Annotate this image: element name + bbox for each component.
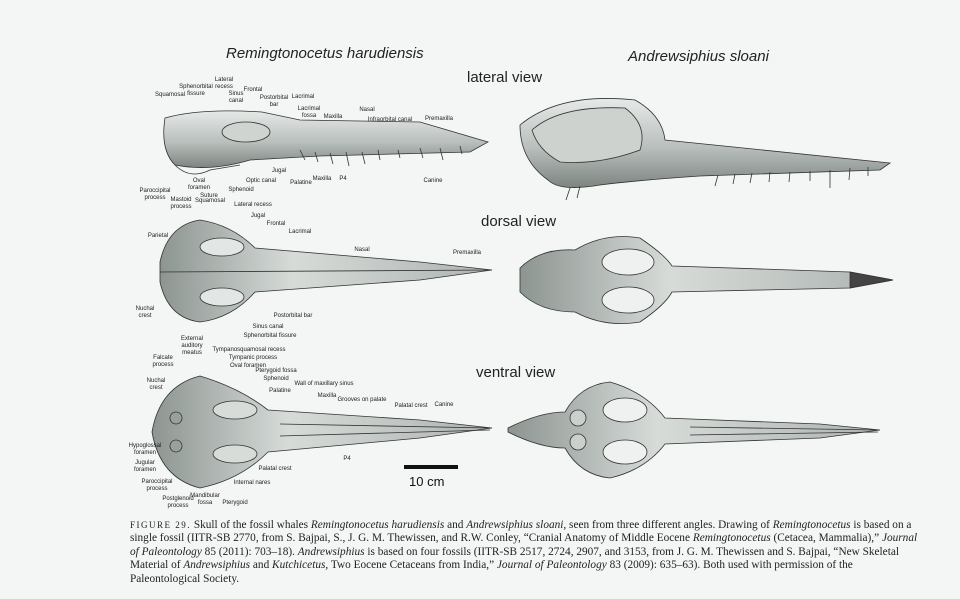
caption-figure-number: FIGURE 29. <box>130 520 192 530</box>
caption-text: 83 (2009): 635–63). Both used with permi… <box>130 559 853 585</box>
caption-italic: Journal of Paleontology <box>130 532 918 558</box>
label-lat-maxilla: Maxilla <box>323 114 343 120</box>
label-ven-palatal-crest: Palatal crest <box>394 403 428 409</box>
caption-text: Skull of the fossil whales <box>191 519 311 531</box>
label-lat-paroccipital-process: Paroccipital process <box>139 188 171 201</box>
caption-text: is based on four fossils (IITR-SB 2517, … <box>130 545 899 572</box>
label-lat-premaxilla: Premaxilla <box>424 116 454 122</box>
caption-text: , seen from three different angles. Draw… <box>563 519 773 531</box>
label-dor-jugal: Jugal <box>250 213 266 219</box>
label-lat-jugal: Jugal <box>271 168 287 174</box>
label-lat-nasal: Nasal <box>359 107 375 113</box>
remingtonocetus-ventral-skull <box>151 375 493 489</box>
label-ven-palatine: Palatine <box>269 388 291 394</box>
label-ven-palatal-crest-lower: Palatal crest <box>258 466 292 472</box>
label-ven-external-auditory-meatus: External auditory meatus <box>180 336 203 356</box>
remingtonocetus-dorsal-skull <box>159 219 493 323</box>
label-ven-p4: P4 <box>343 456 351 462</box>
label-lat-palatine: Palatine <box>290 180 312 186</box>
label-lat-lacrimal: Lacrimal <box>291 94 315 100</box>
label-dor-nuchal-crest: Nuchal crest <box>135 306 155 319</box>
label-ven-maxilla: Maxilla <box>317 393 337 399</box>
caption-text: and <box>444 519 467 531</box>
scale-bar <box>404 465 458 469</box>
label-dor-postorbital-bar: Postorbital bar <box>273 313 313 319</box>
label-dor-premaxilla: Premaxilla <box>452 250 482 256</box>
label-ven-hypoglossal-foramen: Hypoglossal foramen <box>128 443 162 456</box>
label-ven-tympanic-process: Tympanic process <box>228 355 278 361</box>
label-ven-pterygoid-fossa: Pterygoid fossa <box>255 368 297 374</box>
label-lat-squamosal: Squamosal <box>154 92 186 98</box>
label-lat-maxilla-lower: Maxilla <box>312 176 332 182</box>
caption-italic: Remingtonocetus harudiensis <box>310 519 445 531</box>
label-lat-infraorbital-canal: Infraorbital canal <box>367 117 413 123</box>
label-lat-sphenorbital-fissure: Sphenorbital fissure <box>179 84 213 97</box>
label-ven-nuchal-crest: Nuchal crest <box>146 378 166 391</box>
label-lat-mastoid-process: Mastoid process <box>170 197 192 210</box>
label-dor-nasal: Nasal <box>354 247 370 253</box>
caption-text: is based on a single fossil (IITR-SB 277… <box>130 519 912 545</box>
remingtonocetus-lateral-skull <box>163 110 490 175</box>
label-ven-canine: Canine <box>434 402 454 408</box>
species-title-remingtonocetus: Remingtonocetus harudiensis <box>226 45 424 62</box>
label-lat-lateral-recess: Lateral recess <box>214 77 234 90</box>
label-dor-lacrimal: Lacrimal <box>288 229 312 235</box>
label-dor-squamosal: Squamosal <box>194 198 226 204</box>
label-ven-mandibular-fossa: Mandibular fossa <box>190 493 220 506</box>
label-ven-internal-nares: Internal nares <box>233 480 271 486</box>
caption-text: and <box>250 559 273 572</box>
label-lat-lacrimal-fossa: Lacrimal fossa <box>297 106 321 119</box>
caption-italic: Andrewsiphius <box>183 559 251 572</box>
label-lat-p4: P4 <box>339 176 347 182</box>
label-ven-falcate-process: Falcate process <box>152 355 174 368</box>
caption-text: , Two Eocene Cetaceans from India,” <box>325 559 497 572</box>
andrewsiphius-dorsal-skull <box>519 236 894 324</box>
skull-drawings <box>151 98 894 489</box>
label-ven-tympanosquamosal-recess: Tympanosquamosal recess <box>212 347 286 353</box>
label-ven-jugular-foramen: Jugular foramen <box>133 460 156 473</box>
caption-italic: Remingtonocetus <box>772 519 851 531</box>
label-ven-wall-of-maxillary-sinus: Wall of maxillary sinus <box>294 381 354 387</box>
label-lat-canine: Canine <box>423 178 443 184</box>
caption-italic: Journal of Paleontology <box>496 559 607 572</box>
caption-italic: Andrewsiphius <box>297 545 365 558</box>
label-ven-sphenoid: Sphenoid <box>263 376 289 382</box>
figure-caption: FIGURE 29. Skull of the fossil whales Re… <box>130 519 920 586</box>
label-ven-paroccipital-process: Paroccipital process <box>141 479 173 492</box>
scale-label: 10 cm <box>409 474 445 489</box>
label-lat-suture: Suture <box>200 193 218 199</box>
view-label-lateral: lateral view <box>467 69 543 86</box>
caption-text: (Cetacea, Mammalia),” <box>770 532 882 545</box>
label-dor-sinus-canal: Sinus canal <box>252 324 284 330</box>
label-lat-oval-foramen: Oval foramen <box>187 178 210 191</box>
caption-italic: Remingtonocetus <box>692 532 771 545</box>
label-lat-optic-canal: Optic canal <box>245 178 277 184</box>
label-ven-pterygoid: Pterygoid <box>222 500 248 506</box>
label-lat-postorbital-bar: Postorbital bar <box>259 95 289 108</box>
label-lat-frontal: Frontal <box>243 87 263 93</box>
view-label-ventral: ventral view <box>476 364 556 381</box>
view-label-dorsal: dorsal view <box>481 213 557 230</box>
andrewsiphius-lateral-skull <box>519 98 892 201</box>
label-ven-oval-foramen: Oval foramen <box>229 363 267 369</box>
label-ven-postglenoid-process: Postglenoid process <box>162 496 194 509</box>
label-lat-sinus-canal: Sinus canal <box>228 91 244 104</box>
label-dor-frontal: Frontal <box>266 221 286 227</box>
caption-text: 85 (2011): 703–18). <box>201 545 298 558</box>
caption-italic: Andrewsiphius sloani <box>466 519 564 531</box>
caption-italic: Kutchicetus <box>272 559 326 572</box>
label-dor-parietal: Parietal <box>147 233 169 239</box>
label-ven-grooves-on-palate: Grooves on palate <box>337 397 387 403</box>
andrewsiphius-ventral-skull <box>507 381 881 479</box>
label-lat-sphenoid: Sphenoid <box>228 187 254 193</box>
label-dor-sphenorbital-fissure: Sphenorbital fissure <box>243 333 297 339</box>
label-dor-lateral-recess: Lateral recess <box>234 202 272 208</box>
species-title-andrewsiphius: Andrewsiphius sloani <box>628 48 769 65</box>
